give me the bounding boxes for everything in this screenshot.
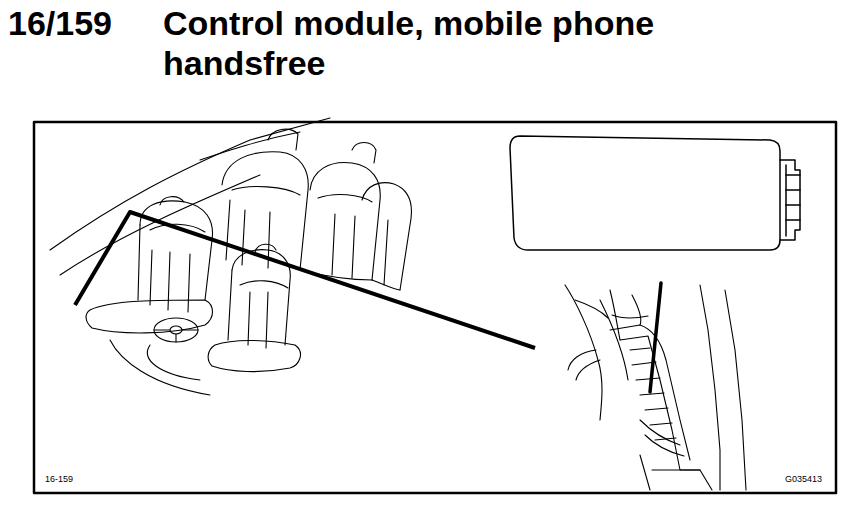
pointer-line: [75, 212, 535, 348]
control-module: [510, 136, 800, 250]
leader-line: [650, 283, 661, 392]
section-number: 16/159: [8, 3, 112, 43]
heading: Control module, mobile phone handsfree: [163, 3, 763, 83]
image-code: G035413: [784, 474, 823, 485]
figure-number: 16-159: [44, 474, 74, 485]
frame: [34, 122, 836, 493]
installation-view: [565, 285, 746, 490]
